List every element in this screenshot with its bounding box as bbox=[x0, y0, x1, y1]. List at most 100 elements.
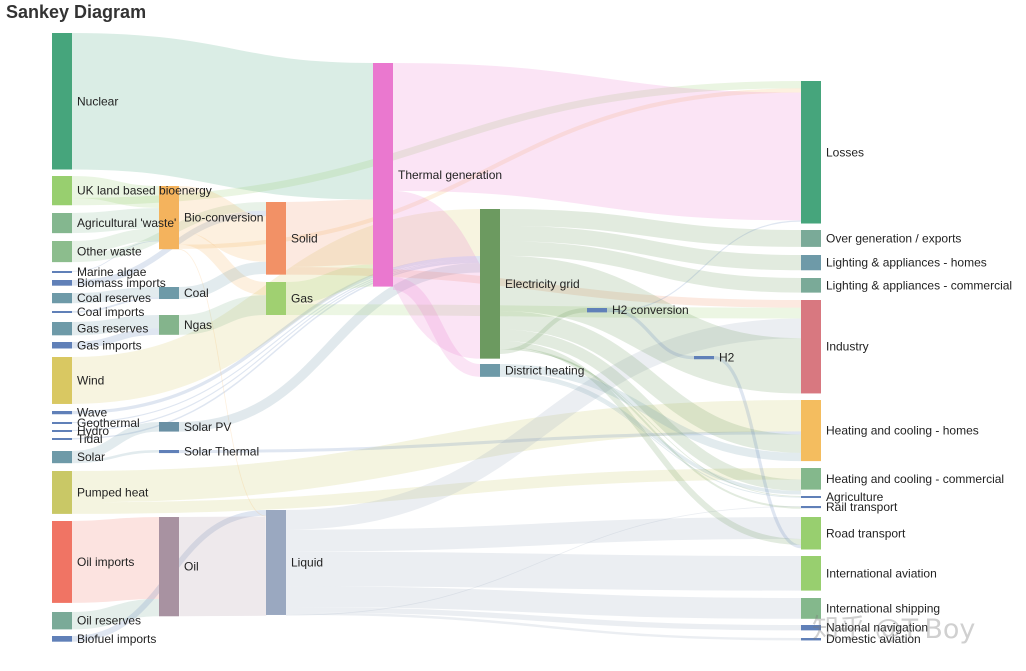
sankey-link[interactable] bbox=[285, 264, 374, 305]
sankey-link[interactable] bbox=[499, 209, 802, 247]
sankey-node[interactable] bbox=[52, 176, 72, 206]
sankey-node[interactable] bbox=[52, 342, 72, 349]
sankey-link[interactable] bbox=[285, 607, 802, 631]
sankey-link[interactable] bbox=[178, 431, 802, 454]
sankey-link[interactable] bbox=[71, 517, 160, 603]
sankey-node[interactable] bbox=[52, 241, 72, 263]
sankey-node[interactable] bbox=[159, 287, 179, 300]
sankey-link[interactable] bbox=[71, 422, 160, 461]
sankey-node[interactable] bbox=[52, 311, 72, 313]
sankey-node[interactable] bbox=[801, 517, 821, 550]
sankey-node[interactable] bbox=[801, 300, 821, 394]
sankey-node[interactable] bbox=[801, 400, 821, 462]
sankey-link[interactable] bbox=[178, 88, 802, 249]
sankey-link[interactable] bbox=[71, 598, 160, 630]
sankey-node[interactable] bbox=[52, 293, 72, 304]
sankey-node[interactable] bbox=[373, 63, 393, 287]
sankey-link[interactable] bbox=[499, 372, 802, 495]
sankey-link[interactable] bbox=[71, 315, 160, 336]
sankey-link[interactable] bbox=[178, 248, 267, 517]
sankey-node[interactable] bbox=[801, 230, 821, 247]
sankey-node[interactable] bbox=[801, 496, 821, 498]
sankey-link[interactable] bbox=[499, 255, 802, 394]
sankey-link[interactable] bbox=[285, 612, 802, 641]
sankey-node[interactable] bbox=[52, 422, 72, 424]
sankey-node[interactable] bbox=[801, 506, 821, 509]
sankey-link[interactable] bbox=[178, 261, 267, 300]
sankey-link[interactable] bbox=[71, 207, 160, 234]
sankey-node[interactable] bbox=[480, 209, 500, 359]
sankey-node[interactable] bbox=[52, 33, 72, 170]
sankey-node[interactable] bbox=[52, 612, 72, 630]
sankey-node[interactable] bbox=[801, 625, 821, 631]
sankey-link[interactable] bbox=[71, 259, 481, 424]
sankey-node[interactable] bbox=[801, 638, 821, 641]
sankey-node[interactable] bbox=[801, 278, 821, 293]
sankey-node[interactable] bbox=[801, 255, 821, 271]
sankey-node[interactable] bbox=[480, 364, 500, 377]
sankey-link[interactable] bbox=[285, 586, 802, 619]
sankey-node[interactable] bbox=[159, 315, 179, 335]
sankey-node[interactable] bbox=[52, 280, 72, 286]
sankey-link[interactable] bbox=[178, 231, 267, 296]
sankey-link[interactable] bbox=[499, 346, 802, 509]
sankey-link[interactable] bbox=[499, 311, 802, 453]
sankey-link[interactable] bbox=[499, 308, 588, 354]
sankey-link[interactable] bbox=[71, 33, 374, 200]
sankey-link[interactable] bbox=[71, 240, 160, 272]
sankey-link[interactable] bbox=[71, 261, 481, 440]
sankey-node[interactable] bbox=[694, 356, 714, 360]
sankey-link[interactable] bbox=[499, 241, 802, 293]
sankey-link[interactable] bbox=[285, 304, 802, 319]
sankey-link[interactable] bbox=[71, 81, 802, 206]
sankey-node[interactable] bbox=[801, 598, 821, 619]
sankey-link[interactable] bbox=[285, 551, 802, 591]
sankey-link[interactable] bbox=[71, 468, 802, 514]
sankey-node[interactable] bbox=[266, 510, 286, 615]
sankey-node[interactable] bbox=[587, 308, 607, 313]
sankey-node[interactable] bbox=[52, 521, 72, 603]
sankey-link[interactable] bbox=[285, 318, 802, 530]
sankey-link[interactable] bbox=[178, 295, 267, 335]
sankey-link[interactable] bbox=[178, 262, 481, 432]
sankey-link[interactable] bbox=[71, 399, 802, 503]
sankey-link[interactable] bbox=[606, 220, 802, 313]
sankey-link[interactable] bbox=[178, 516, 267, 617]
sankey-node[interactable] bbox=[159, 422, 179, 432]
sankey-link[interactable] bbox=[285, 517, 802, 552]
sankey-node[interactable] bbox=[801, 468, 821, 490]
sankey-node[interactable] bbox=[52, 322, 72, 336]
sankey-link[interactable] bbox=[71, 255, 481, 415]
sankey-link[interactable] bbox=[499, 375, 802, 498]
sankey-link[interactable] bbox=[71, 297, 160, 313]
sankey-link[interactable] bbox=[71, 260, 481, 432]
sankey-link[interactable] bbox=[71, 328, 160, 349]
sankey-node[interactable] bbox=[52, 430, 72, 432]
sankey-link[interactable] bbox=[285, 199, 374, 267]
sankey-node[interactable] bbox=[159, 186, 179, 250]
sankey-node[interactable] bbox=[52, 471, 72, 514]
sankey-node[interactable] bbox=[159, 450, 179, 454]
sankey-link[interactable] bbox=[71, 176, 160, 208]
sankey-node[interactable] bbox=[52, 411, 72, 415]
sankey-node[interactable] bbox=[266, 202, 286, 275]
sankey-link[interactable] bbox=[499, 364, 802, 462]
sankey-node[interactable] bbox=[801, 81, 821, 224]
sankey-node[interactable] bbox=[52, 451, 72, 464]
sankey-link[interactable] bbox=[499, 225, 802, 271]
sankey-link[interactable] bbox=[71, 228, 160, 254]
sankey-link[interactable] bbox=[177, 186, 268, 262]
sankey-link[interactable] bbox=[71, 450, 160, 464]
sankey-link[interactable] bbox=[499, 340, 802, 545]
sankey-node[interactable] bbox=[266, 282, 286, 315]
sankey-link[interactable] bbox=[713, 356, 802, 549]
sankey-node[interactable] bbox=[52, 357, 72, 404]
sankey-link[interactable] bbox=[499, 348, 802, 497]
sankey-link[interactable] bbox=[392, 63, 802, 221]
sankey-link[interactable] bbox=[499, 329, 802, 491]
sankey-link[interactable] bbox=[71, 287, 160, 304]
sankey-link[interactable] bbox=[382, 190, 491, 359]
sankey-node[interactable] bbox=[801, 556, 821, 591]
sankey-node[interactable] bbox=[52, 271, 72, 273]
